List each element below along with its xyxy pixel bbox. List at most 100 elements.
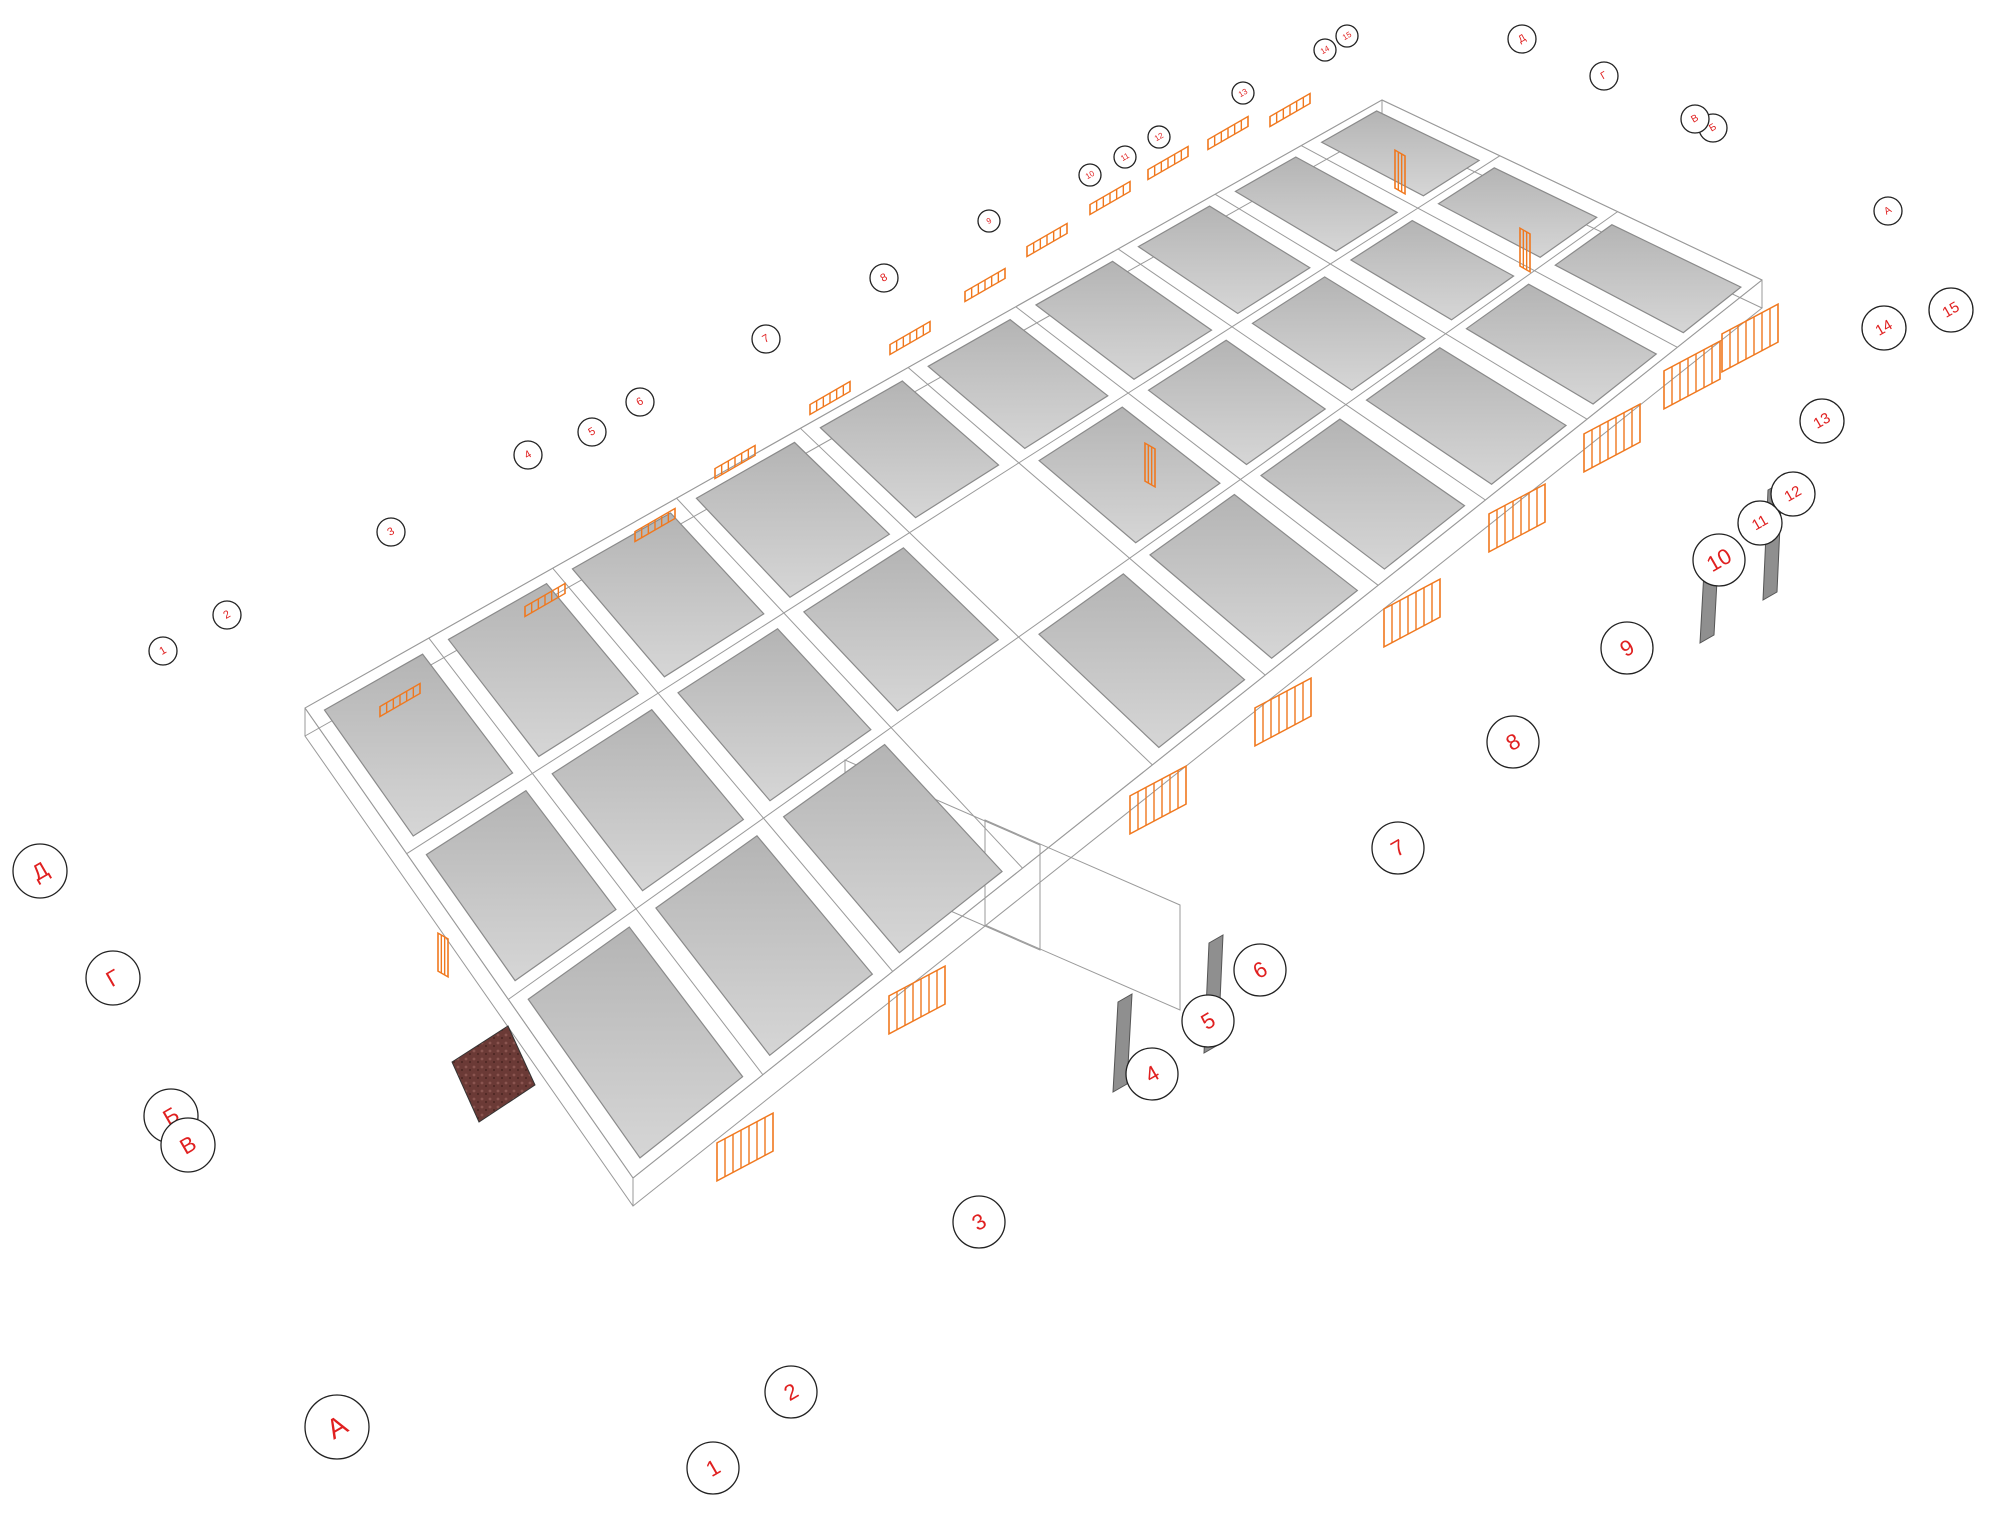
axis-bubble-label: Г — [1599, 70, 1610, 83]
axis-bubble-number-near: 15 — [1928, 287, 1974, 333]
stair-block — [451, 1025, 536, 1123]
grid-line — [1117, 248, 1486, 501]
axis-bubble-number-near: 3 — [952, 1195, 1006, 1249]
radiator-icon — [714, 444, 756, 480]
floor-slab — [1437, 167, 1598, 258]
floor-slab — [1251, 276, 1427, 391]
axis-leader-line — [1125, 157, 1760, 523]
axis-bubble-letter-far: Д — [1507, 24, 1537, 54]
axis-bubble-circle — [1680, 104, 1710, 134]
axis-bubble-number-far: 14 — [1313, 38, 1337, 62]
axis-bubble-number-near: 9 — [1600, 621, 1654, 675]
floor-slab — [1147, 339, 1327, 466]
floor-slab — [425, 789, 617, 982]
radiator-icon — [1663, 339, 1721, 411]
radiator-body — [1129, 764, 1187, 836]
axis-bubble-circle — [1231, 81, 1255, 105]
floor-slab — [323, 653, 514, 837]
radiator-body — [1721, 302, 1779, 374]
axis-bubble-circle — [1861, 305, 1907, 351]
radiator-icon — [379, 682, 421, 718]
axis-bubble-number-near: 13 — [1799, 398, 1845, 444]
grid-line — [800, 427, 1153, 766]
floor-slab — [1038, 406, 1221, 544]
axis-bubble-circle — [1928, 287, 1974, 333]
axis-bubble-number-far: 8 — [869, 263, 899, 293]
axis-bubble-letter-far: А — [1873, 196, 1903, 226]
axis-bubble-label: 2 — [221, 608, 232, 621]
radiator-icon — [1269, 92, 1311, 128]
radiator-icon — [716, 1111, 774, 1183]
radiator-icon — [1488, 482, 1546, 554]
axis-bubble-letter-near: А — [304, 1394, 370, 1460]
floor-slab — [927, 318, 1109, 450]
axis-bubble-circle — [376, 517, 406, 547]
axis-bubble-circle — [85, 950, 141, 1006]
axis-bubble-circle — [1873, 196, 1903, 226]
grid-line — [552, 567, 894, 972]
grid-line — [676, 497, 1023, 869]
radiator-icon — [524, 582, 566, 618]
axis-bubble-circle — [751, 324, 781, 354]
axis-bubble-number-far: 15 — [1335, 24, 1359, 48]
radiator-icon — [1089, 180, 1131, 216]
floor-slab — [1465, 283, 1658, 405]
radiator-icon — [1026, 222, 1068, 258]
axis-bubble-circle — [1335, 24, 1359, 48]
axis-bubble-label: 7 — [760, 332, 771, 345]
floor-slab — [802, 547, 1000, 712]
floor-slabs — [323, 110, 1742, 1159]
axis-bubble-number-near: 2 — [764, 1365, 818, 1419]
radiator-body — [1663, 339, 1721, 411]
radiator-icon — [1147, 145, 1189, 181]
axis-bubble-circle — [160, 1117, 216, 1173]
radiator-icon — [1129, 764, 1187, 836]
radiator-icon — [1207, 115, 1249, 151]
grid-line — [1300, 145, 1678, 348]
radiator-body — [1583, 402, 1641, 474]
axis-bubble-number-far: 3 — [376, 517, 406, 547]
floor-slab — [1234, 156, 1399, 252]
floor-slab — [1349, 219, 1515, 321]
axis-bubble-number-near: 1 — [686, 1441, 740, 1495]
axis-bubble-number-near: 11 — [1737, 500, 1783, 546]
radiator-body — [1254, 676, 1312, 748]
floor-slab — [1038, 573, 1246, 749]
axis-bubble-circle — [1737, 500, 1783, 546]
floor-slab — [782, 743, 1003, 954]
axis-bubble-number-near: 12 — [1770, 471, 1816, 517]
floor-slab — [527, 926, 744, 1159]
axis-bubble-label: 1 — [157, 644, 168, 657]
axis-bubble-circle — [764, 1365, 818, 1419]
axis-bubble-label: В — [1689, 112, 1701, 125]
axis-bubble-circle — [686, 1441, 740, 1495]
radiator-body — [1519, 226, 1531, 274]
radiator-icon — [1519, 226, 1531, 274]
axis-bubble-circle — [1799, 398, 1845, 444]
axis-bubble-number-near: 6 — [1233, 943, 1287, 997]
radiators — [379, 92, 1779, 1183]
grid-line — [1015, 306, 1379, 586]
axis-bubble-circle — [1147, 125, 1171, 149]
axis-bubble-label: 5 — [586, 425, 597, 438]
floor-slab — [571, 512, 765, 678]
grid-line — [304, 707, 634, 1179]
axis-bubble-circle — [1507, 24, 1537, 54]
floor-slab — [695, 441, 891, 598]
axis-bubble-number-near: 7 — [1371, 821, 1425, 875]
axis-bubble-circle — [1313, 38, 1337, 62]
axis-bubble-number-near: 8 — [1486, 715, 1540, 769]
radiator-body — [888, 964, 946, 1036]
axis-leader-line — [227, 615, 791, 1392]
radiator-body — [437, 931, 449, 979]
axis-bubble-circle — [1233, 943, 1287, 997]
floor-slab — [1554, 224, 1742, 334]
radiator-body — [1383, 577, 1441, 649]
floor-slab — [551, 708, 745, 892]
axis-bubble-label: 8 — [878, 271, 889, 284]
axis-bubble-letter-near: Г — [85, 950, 141, 1006]
floor-slab — [1365, 347, 1568, 486]
axis-bubble-circle — [869, 263, 899, 293]
axis-bubble-number-far: 4 — [513, 440, 543, 470]
axis-bubble-number-far: 2 — [212, 600, 242, 630]
